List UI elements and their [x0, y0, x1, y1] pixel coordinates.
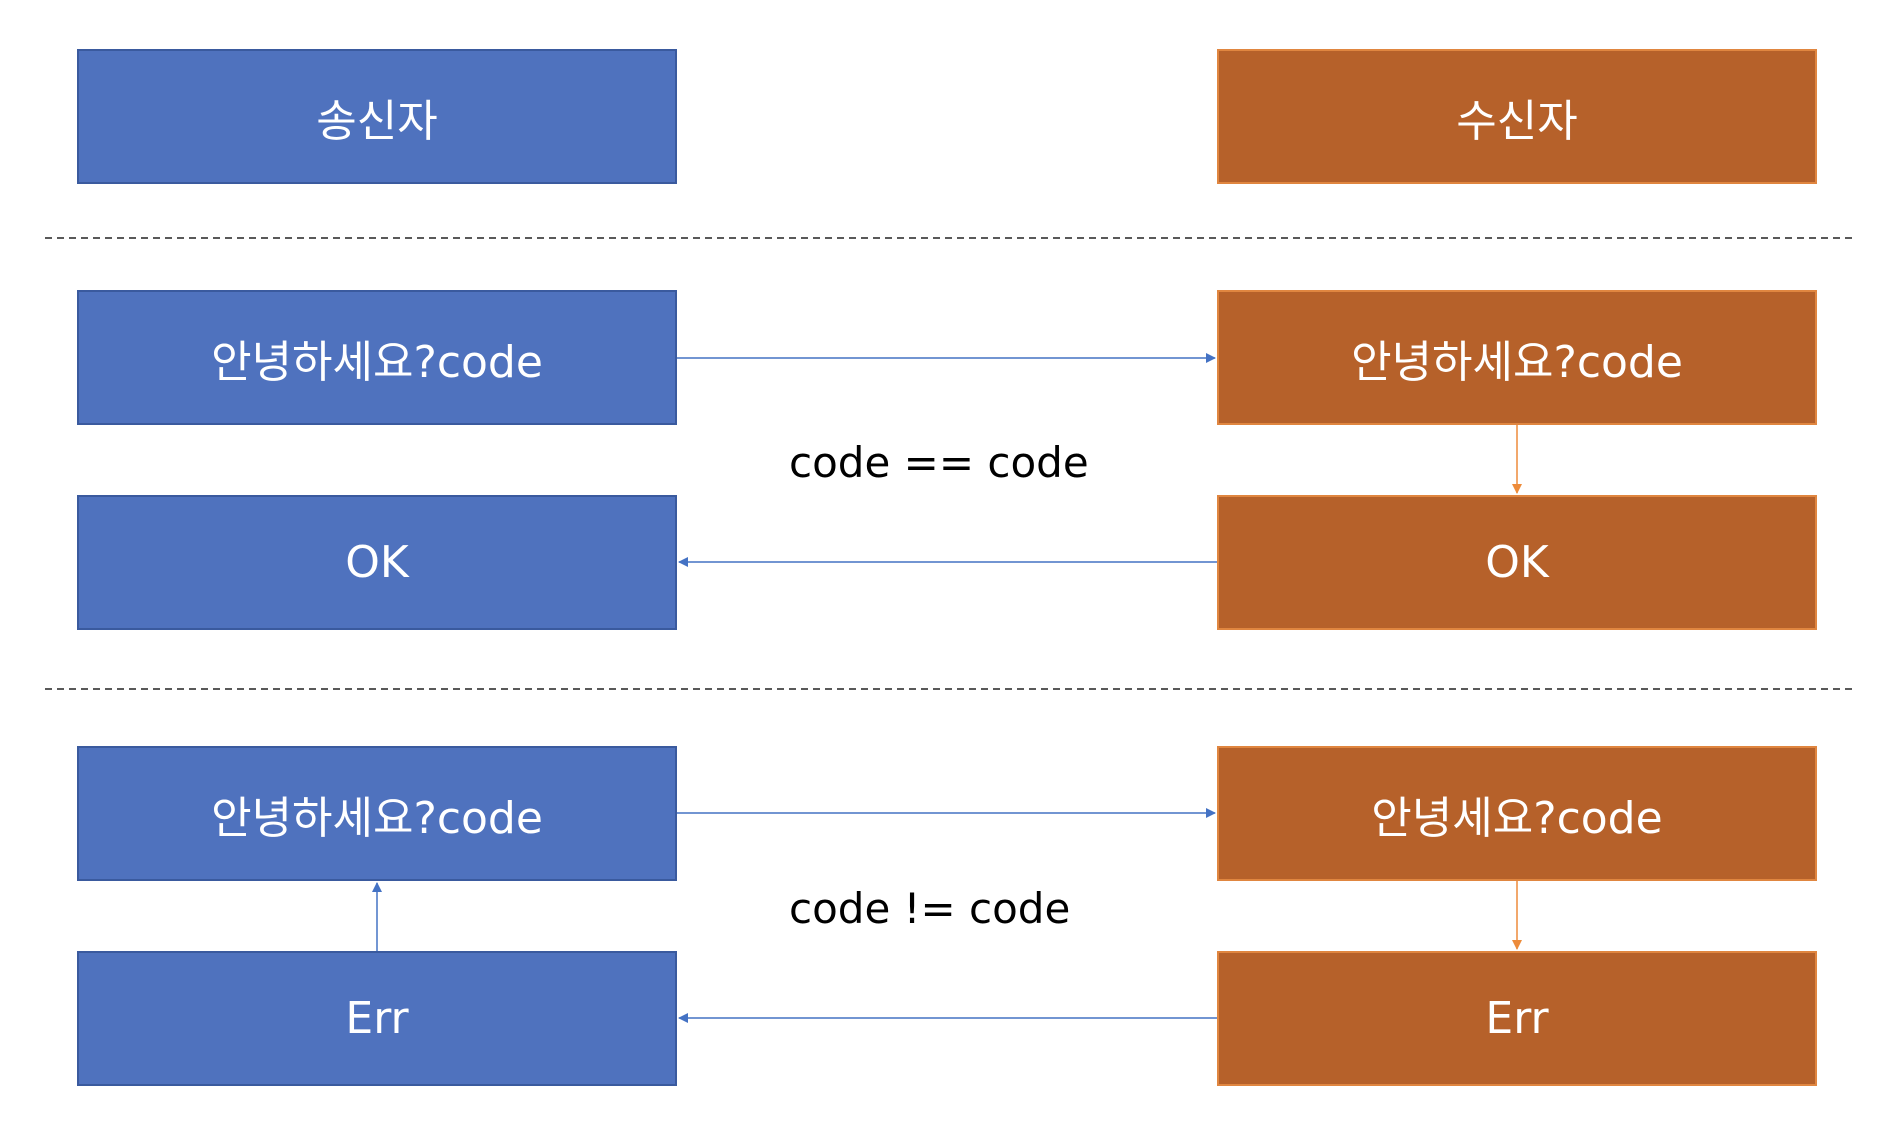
sender-reply-success: OK — [77, 495, 677, 630]
receiver-header: 수신자 — [1217, 49, 1817, 184]
sender-message-success-label: 안녕하세요?code — [211, 336, 543, 388]
sender-reply-failure: Err — [77, 951, 677, 1086]
receiver-reply-success-label: OK — [1485, 537, 1549, 588]
receiver-header-label: 수신자 — [1456, 95, 1578, 147]
receiver-message-success-label: 안녕하세요?code — [1351, 336, 1683, 388]
sender-header: 송신자 — [77, 49, 677, 184]
condition-equal: code == code — [789, 438, 1089, 487]
sender-message-failure-label: 안녕하세요?code — [211, 792, 543, 844]
receiver-message-failure: 안녕세요?code — [1217, 746, 1817, 881]
receiver-message-success: 안녕하세요?code — [1217, 290, 1817, 425]
sender-message-success: 안녕하세요?code — [77, 290, 677, 425]
sender-reply-success-label: OK — [345, 537, 409, 588]
sender-reply-failure-label: Err — [345, 993, 409, 1044]
receiver-reply-failure-label: Err — [1485, 993, 1549, 1044]
sender-message-failure: 안녕하세요?code — [77, 746, 677, 881]
receiver-message-failure-label: 안녕세요?code — [1371, 792, 1663, 844]
receiver-reply-success: OK — [1217, 495, 1817, 630]
condition-not-equal: code != code — [789, 884, 1071, 933]
sender-header-label: 송신자 — [316, 95, 438, 147]
receiver-reply-failure: Err — [1217, 951, 1817, 1086]
